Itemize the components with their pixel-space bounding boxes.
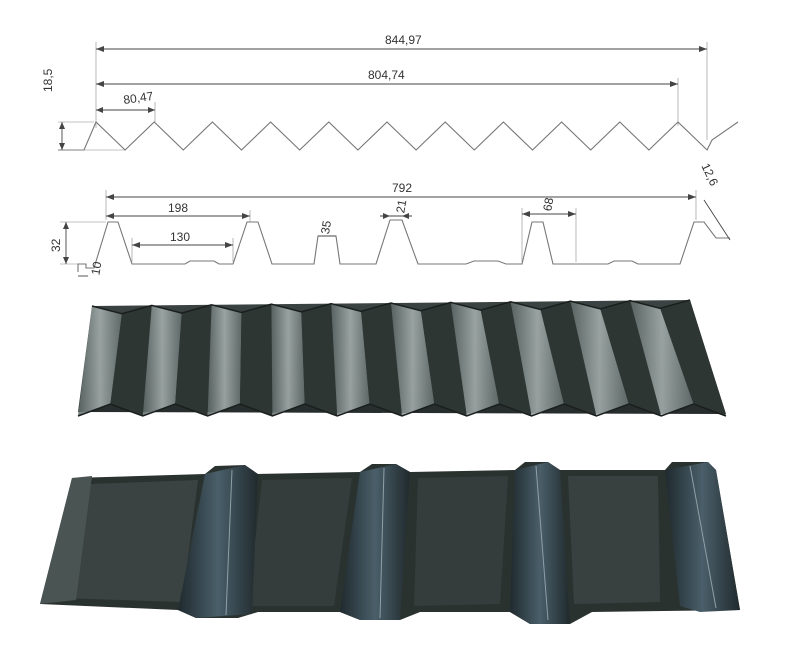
corrugated-height-label: 18,5 [41,68,55,92]
corrugation-face [331,303,370,416]
corrugation-face [391,303,435,416]
rib-35-dimension: 35 [318,219,336,237]
corrugation-face [540,301,597,416]
rib-68-label: 68 [540,196,556,212]
rib-35-label: 35 [318,219,334,235]
overall-width-label: 844,97 [385,33,422,47]
corrugation-face [142,305,182,416]
pitch-dimension: 80,47 [96,89,156,122]
corrugation-face [110,305,152,416]
corrugated-height-dimension: 18,5 [41,68,125,151]
edge-12-6-label: 12,6 [698,161,721,188]
corrugation-face [271,304,305,416]
pitch-label: 80,47 [122,89,154,107]
rib-21-dimension: 21 [380,198,412,219]
corrugation-face [207,304,242,416]
corrugation-face [510,301,564,416]
corrugation-face [240,304,273,416]
pitch-198-label: 198 [168,201,188,215]
trapezoidal-profile-line [77,219,730,272]
height-32-dimension: 32 [49,221,106,265]
corrugation-face [570,301,629,416]
cover-width-label: 804,74 [368,68,405,82]
rib-21-label: 21 [393,198,409,214]
pan-130-label: 130 [170,230,190,244]
corrugation-face [480,301,532,416]
corrugation-face [420,302,467,416]
corrugation-face [78,306,122,416]
cover-width-dimension: 804,74 [96,68,679,126]
lip-10-dimension: 10 [78,260,105,277]
corrugated-wave-line [58,121,739,151]
corrugation-face [660,300,726,416]
trapezoidal-sheet-photo [40,462,740,624]
lip-10-label: 10 [88,260,104,276]
rib-68-dimension: 68 [521,196,577,262]
corrugation-face [301,303,338,416]
trapezoidal-profile-drawing: 792 198 130 35 21 [49,161,731,277]
corrugation-face [630,300,694,416]
corrugation-face [361,303,402,416]
corrugation-face [175,304,212,416]
corrugated-profile-drawing: 844,97 804,74 80,47 18,5 [41,33,739,151]
pitch-198-dimension: 198 [106,201,251,222]
cover-width-792-dimension: 792 [105,181,697,220]
corrugated-sheet-photo [77,299,727,417]
height-32-label: 32 [49,238,63,252]
cover-width-792-label: 792 [392,181,412,195]
overall-width-dimension: 844,97 [95,33,708,140]
pan-130-dimension: 130 [131,230,234,262]
corrugation-face [600,300,662,416]
corrugation-face [450,302,500,416]
edge-12-6-dimension: 12,6 [698,161,731,241]
